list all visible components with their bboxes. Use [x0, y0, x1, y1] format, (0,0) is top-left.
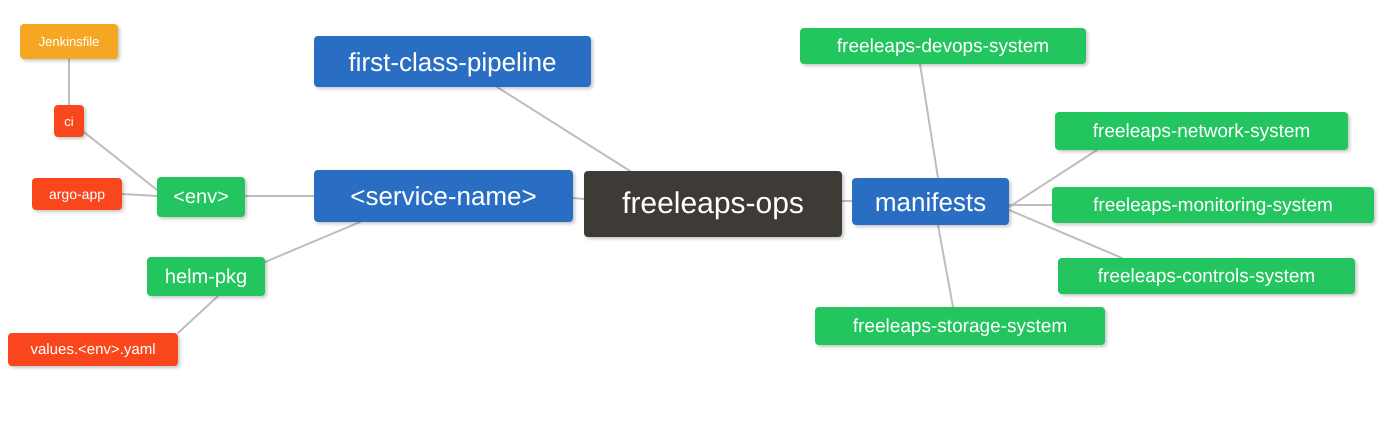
edge-helm-pkg-to-service-name — [264, 221, 361, 263]
node-label-freeleaps-storage-system: freeleaps-storage-system — [852, 315, 1068, 337]
node-label-freeleaps-network-system: freeleaps-network-system — [1092, 120, 1311, 142]
edge-manifests-to-freeleaps-devops-system — [919, 63, 939, 179]
node-manifests[interactable]: manifests — [852, 178, 1009, 225]
node-label-freeleaps-ops: freeleaps-ops — [622, 187, 804, 220]
node-label-ci: ci — [64, 113, 74, 129]
node-argo-app[interactable]: argo-app — [32, 178, 122, 210]
node-label-service-name: <service-name> — [350, 181, 537, 211]
node-values-yaml[interactable]: values.<env>.yaml — [8, 333, 178, 366]
node-label-argo-app: argo-app — [48, 186, 106, 202]
edge-values-yaml-to-helm-pkg — [177, 295, 219, 334]
edge-manifests-to-freeleaps-storage-system — [937, 224, 954, 308]
node-freeleaps-network-system[interactable]: freeleaps-network-system — [1055, 112, 1348, 150]
node-label-helm-pkg: helm-pkg — [164, 265, 248, 288]
edge-argo-app-to-env — [121, 193, 158, 197]
node-label-jenkinsfile: Jenkinsfile — [38, 34, 100, 49]
node-label-first-class-pipeline: first-class-pipeline — [348, 46, 557, 77]
node-jenkinsfile[interactable]: Jenkinsfile — [20, 24, 118, 59]
node-label-freeleaps-monitoring-system: freeleaps-monitoring-system — [1093, 194, 1333, 216]
node-freeleaps-controls-system[interactable]: freeleaps-controls-system — [1058, 258, 1355, 294]
node-env[interactable]: <env> — [157, 177, 245, 217]
node-freeleaps-storage-system[interactable]: freeleaps-storage-system — [815, 307, 1105, 345]
edge-service-name-to-freeleaps-ops — [572, 197, 585, 200]
node-first-class-pipeline[interactable]: first-class-pipeline — [314, 36, 591, 87]
edge-first-class-pipeline-to-freeleaps-ops — [496, 86, 631, 172]
node-label-freeleaps-devops-system: freeleaps-devops-system — [836, 35, 1050, 57]
node-label-env: <env> — [173, 186, 229, 208]
node-label-values-yaml: values.<env>.yaml — [30, 341, 156, 358]
node-freeleaps-ops[interactable]: freeleaps-ops — [584, 171, 842, 237]
node-service-name[interactable]: <service-name> — [314, 170, 573, 222]
node-freeleaps-devops-system[interactable]: freeleaps-devops-system — [800, 28, 1086, 64]
node-label-manifests: manifests — [874, 186, 987, 217]
node-freeleaps-monitoring-system[interactable]: freeleaps-monitoring-system — [1052, 187, 1374, 223]
node-helm-pkg[interactable]: helm-pkg — [147, 257, 265, 296]
node-ci[interactable]: ci — [54, 105, 84, 137]
node-label-freeleaps-controls-system: freeleaps-controls-system — [1097, 265, 1316, 287]
